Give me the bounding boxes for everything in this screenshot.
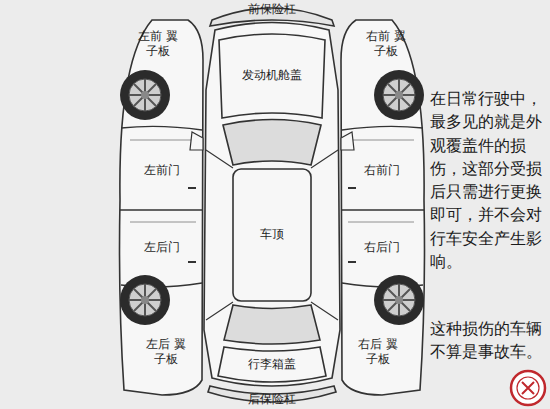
part-label: 发动机舱盖: [227, 68, 317, 83]
part-label: 右前 翼子板: [366, 29, 406, 59]
note-text: 在日常行驶中，最多见的就是外观覆盖件的损伤，这部分受损后只需进行更换即可，并不会…: [430, 88, 546, 274]
part-label: 右后 翼子板: [358, 337, 398, 367]
part-label: 前保险杠: [232, 2, 312, 17]
car-body: [204, 8, 340, 402]
part-label: 后保险杠: [232, 392, 312, 407]
part-label: 右前门: [352, 163, 412, 178]
watermark-logo: [511, 371, 545, 405]
part-label: 左后 翼子板: [146, 337, 186, 367]
part-label: 左后门: [132, 240, 192, 255]
part-label: 车顶: [242, 227, 302, 242]
part-label: 左前门: [132, 163, 192, 178]
note-text: 这种损伤的车辆不算是事故车。: [430, 318, 546, 365]
part-label: 左前 翼子板: [138, 29, 178, 59]
part-label: 行李箱盖: [232, 357, 312, 372]
part-label: 右后门: [352, 240, 412, 255]
